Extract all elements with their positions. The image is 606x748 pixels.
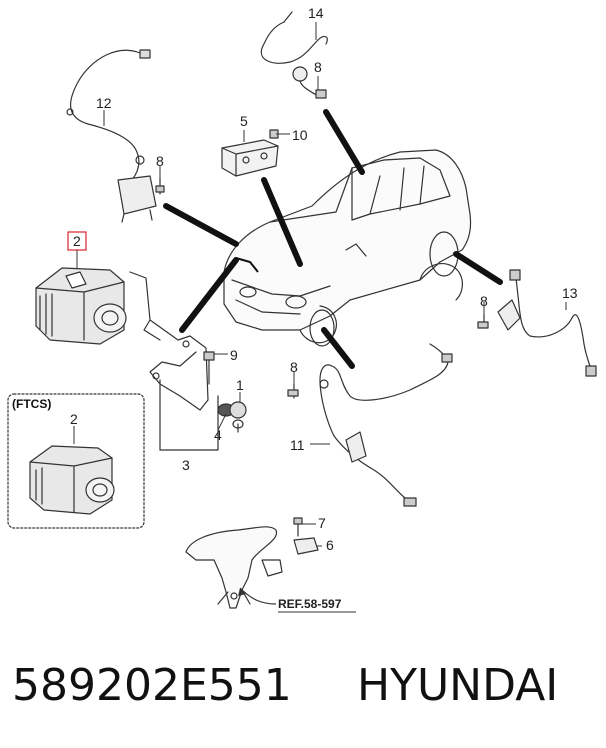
hecu-assembly-2	[35, 267, 127, 345]
callout-13: 13	[562, 285, 578, 301]
bolt-8-left	[155, 177, 165, 195]
pedal-bracket	[185, 526, 283, 609]
ftcs-label: (FTCS)	[12, 397, 51, 411]
vehicle-body	[223, 149, 472, 347]
callout-9: 9	[230, 347, 238, 363]
rear-sensor-harness-14	[260, 11, 328, 99]
clip-6	[293, 537, 319, 555]
callout-8-top: 8	[314, 59, 322, 75]
part-number: 589202E551	[12, 660, 292, 711]
callout-11: 11	[290, 437, 305, 453]
bolt-9	[203, 351, 215, 385]
callout-1: 1	[236, 377, 244, 393]
callout-5: 5	[240, 113, 248, 129]
callout-2-main: 2	[73, 233, 81, 249]
callout-8-right: 8	[480, 293, 488, 309]
callout-10: 10	[292, 127, 308, 143]
parts-diagram: 14 8 12 5 10 8 2 9 1 4 3 8 11 8 13 7 6 2…	[7, 5, 597, 613]
brand-name: HYUNDAI	[357, 660, 559, 711]
bolt-8-mid	[287, 383, 299, 399]
front-wheel-sensor-harness-12	[66, 49, 157, 223]
callout-12: 12	[96, 95, 112, 111]
callout-4: 4	[214, 427, 222, 443]
bolt-4	[232, 419, 244, 433]
control-module-5	[221, 129, 279, 177]
rear-right-sensor-13	[497, 269, 597, 377]
callout-8-left: 8	[156, 153, 164, 169]
callout-8-mid: 8	[290, 359, 298, 375]
bolt-7	[293, 517, 303, 537]
callout-3: 3	[182, 457, 190, 473]
callout-14: 14	[308, 5, 324, 21]
bracket-3	[129, 271, 209, 411]
grommet-1	[217, 401, 247, 419]
callout-2-ftcs: 2	[70, 411, 78, 427]
bolt-8-right	[477, 313, 489, 329]
front-right-sensor-11	[319, 343, 453, 507]
reference-label: REF.58-597	[278, 597, 342, 611]
callout-6: 6	[326, 537, 334, 553]
ftcs-variant-box	[7, 393, 145, 529]
callout-7: 7	[318, 515, 326, 531]
